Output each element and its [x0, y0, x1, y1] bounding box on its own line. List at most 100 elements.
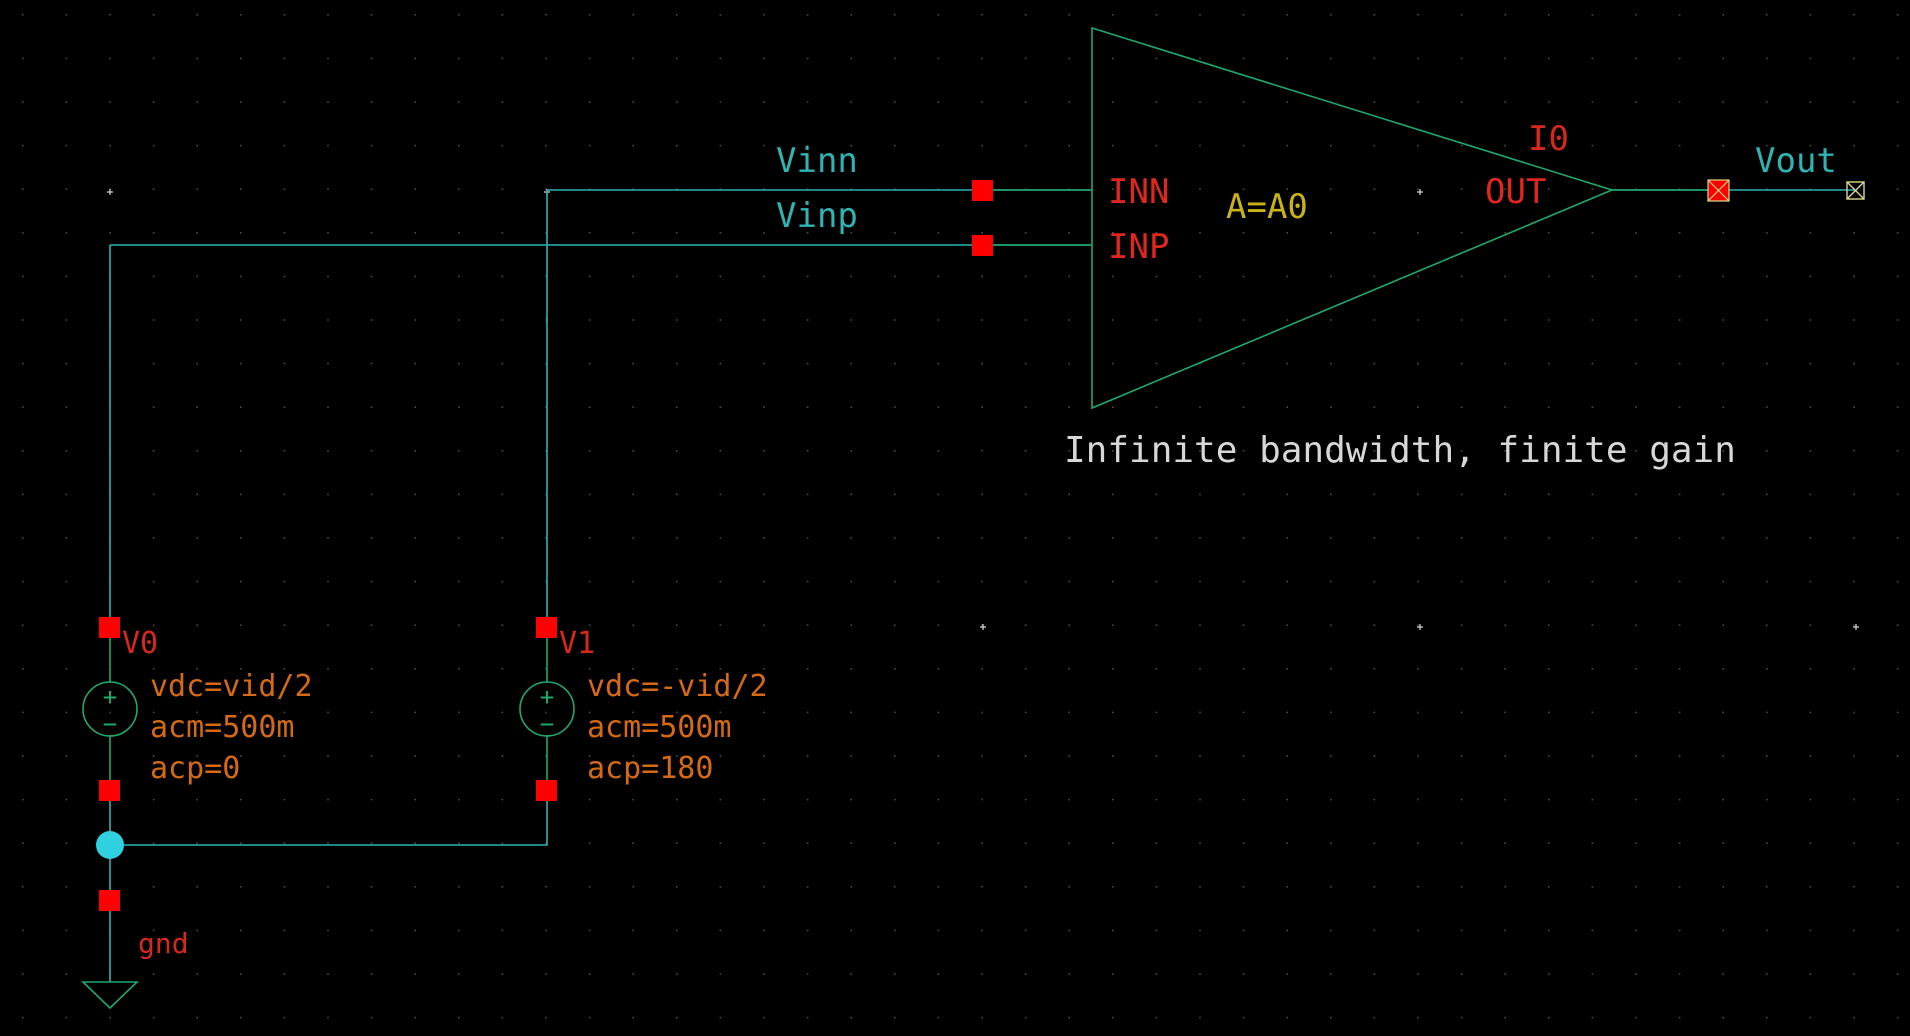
grid-dot [1417, 232, 1419, 234]
grid-dot [370, 842, 373, 844]
pin-v0-plus[interactable] [99, 617, 120, 638]
grid-dot [1809, 319, 1812, 321]
amplifier-triangle[interactable] [1091, 26, 1615, 410]
grid-dot [1896, 973, 1899, 975]
voltage-source-v1[interactable]: + − V1 vdc=-vid/2 acm=500m acp=180 [519, 617, 768, 801]
pin-inp[interactable] [972, 235, 993, 256]
grid-dot [370, 798, 373, 801]
grid-dot [1330, 362, 1332, 365]
grid-dot [894, 711, 896, 714]
grid-dot [1766, 144, 1768, 147]
grid-dot [632, 406, 634, 408]
grid-dot [1460, 493, 1463, 496]
grid-dot [370, 537, 373, 539]
grid-dot [1112, 973, 1114, 975]
grid-dot [65, 842, 68, 844]
grid-dot [414, 493, 416, 496]
grid-dot [676, 886, 678, 888]
grid-dot [1591, 886, 1594, 888]
grid-dot [981, 232, 983, 234]
grid-dot [1417, 406, 1419, 408]
grid-dot [283, 842, 286, 844]
grid-dot [501, 798, 504, 801]
grid-dot [1024, 275, 1027, 278]
pin-v0-minus[interactable] [99, 780, 120, 801]
grid-dot [22, 101, 24, 103]
grid-dot [894, 1016, 896, 1019]
grid-dot [719, 14, 722, 16]
grid-dot [1286, 929, 1288, 932]
grid-dot [1460, 450, 1463, 452]
grid-dot [1853, 101, 1855, 103]
amplifier-symbol[interactable]: INN INP OUT I0 A=A0 [972, 26, 1730, 410]
grid-dot [981, 624, 983, 626]
grid-dot [1635, 755, 1637, 757]
grid-dot [545, 537, 547, 539]
grid-dot [1678, 144, 1681, 147]
grid-dot [632, 973, 634, 975]
grid-dot [763, 711, 765, 714]
grid-dot [1286, 275, 1288, 278]
ground-symbol[interactable]: gnd [81, 890, 189, 1010]
grid-dot [458, 101, 460, 103]
grid-dot [22, 842, 24, 844]
grid-dot [1155, 580, 1158, 583]
grid-dot [1766, 973, 1768, 975]
vout-terminal[interactable] [1846, 181, 1865, 200]
grid-dot [283, 711, 286, 714]
grid-dot [1373, 57, 1376, 60]
voltage-source-v0[interactable]: + − V0 vdc=vid/2 acm=500m acp=0 [82, 617, 313, 801]
grid-dot [937, 450, 940, 452]
grid-dot [1504, 886, 1506, 888]
grid-dot [1678, 755, 1681, 757]
grid-dot [850, 842, 852, 844]
grid-dot [588, 798, 591, 801]
pin-v1-minus[interactable] [536, 780, 557, 801]
grid-dot [1896, 101, 1899, 103]
grid-dot [1330, 232, 1332, 234]
grid-dot [1766, 798, 1768, 801]
grid-dot [1548, 144, 1550, 147]
grid-dot [1373, 493, 1376, 496]
grid-dot [1199, 842, 1201, 844]
grid-dot [109, 101, 111, 103]
grid-dot [370, 319, 373, 321]
pin-inn[interactable] [972, 180, 993, 201]
grid-dot [1591, 537, 1594, 539]
grid-dot [1417, 101, 1419, 103]
grid-dot [1068, 232, 1070, 234]
grid-dot [370, 406, 373, 408]
grid-dot [1460, 362, 1463, 365]
grid-dot [327, 668, 329, 670]
grid-dot [1242, 275, 1245, 278]
grid-dot [1330, 842, 1332, 844]
grid-dot [501, 319, 504, 321]
wire-v1-to-junction[interactable] [110, 790, 548, 846]
grid-dot [1068, 537, 1070, 539]
grid-dot [1373, 755, 1376, 757]
grid-dot [501, 973, 504, 975]
grid-dot [545, 144, 547, 147]
grid-dot [22, 406, 24, 408]
grid-dot [1155, 232, 1158, 234]
pin-gnd[interactable] [99, 890, 120, 911]
grid-dot [937, 362, 940, 365]
net-junction[interactable] [96, 831, 124, 859]
grid-dot [1635, 362, 1637, 365]
grid-dot [763, 755, 765, 757]
grid-dot [1722, 929, 1724, 932]
grid-dot [632, 57, 634, 60]
grid-dot [283, 580, 286, 583]
grid-dot [1417, 537, 1419, 539]
grid-dot [1896, 188, 1899, 190]
grid-dot [327, 144, 329, 147]
pin-out[interactable] [1707, 179, 1730, 202]
grid-dot [240, 319, 242, 321]
pin-v1-plus[interactable] [536, 617, 557, 638]
grid-dot [196, 406, 198, 408]
grid-dot [414, 755, 416, 757]
grid-dot [937, 101, 940, 103]
grid-dot [806, 275, 809, 278]
grid-dot [152, 973, 155, 975]
